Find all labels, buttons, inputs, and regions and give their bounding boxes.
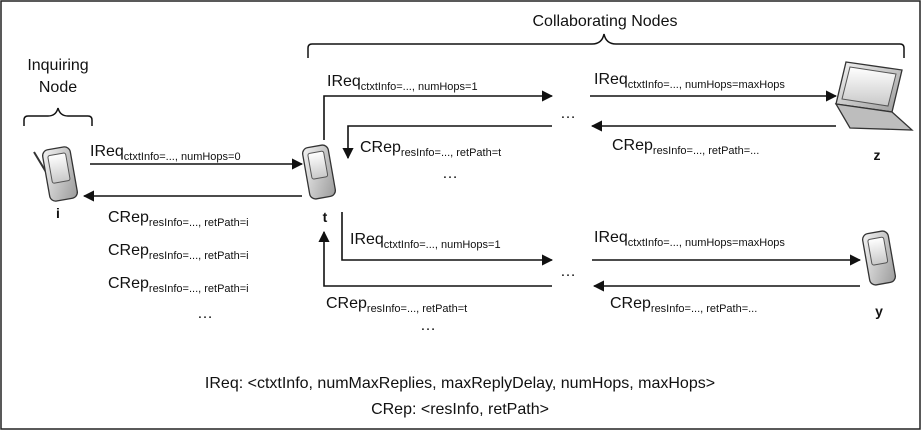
arrow-ireq-t-to-lower [341, 212, 554, 266]
label-crep-to-i-1: CRepresInfo=..., retPath=i [108, 209, 249, 229]
arrow-crep-upper-to-t [342, 125, 552, 160]
pda-device-icon-t [301, 144, 337, 200]
label-crep-upper-right: CRepresInfo=..., retPath=... [612, 137, 759, 157]
ellipsis-lower-middle: … [560, 263, 576, 280]
pda-device-icon-y [861, 230, 897, 286]
label-ireq-upper-right: IReqctxtInfo=..., numHops=maxHops [594, 71, 785, 91]
node-label-t: t [323, 209, 328, 225]
label-crep-to-i-2: CRepresInfo=..., retPath=i [108, 242, 249, 262]
label-crep-upper-left: CRepresInfo=..., retPath=t [360, 139, 501, 159]
legend-crep-definition: CRep: <resInfo, retPath> [371, 401, 549, 418]
pda-device-icon-i [33, 146, 79, 202]
arrow-ireq-t-to-upper [323, 90, 554, 140]
label-ireq-lower-left: IReqctxtInfo=..., numHops=1 [350, 231, 501, 251]
label-crep-lower-left: CRepresInfo=..., retPath=t [326, 295, 467, 315]
label-ireq-lower-right: IReqctxtInfo=..., numHops=maxHops [594, 229, 785, 249]
inquiring-node-title-line1: Inquiring [27, 57, 88, 74]
collaborating-nodes-title: Collaborating Nodes [533, 13, 678, 30]
collaborating-brace [307, 33, 905, 58]
inquiring-brace [23, 107, 93, 126]
ellipsis-upper-middle: … [560, 105, 576, 122]
label-crep-to-i-3: CRepresInfo=..., retPath=i [108, 275, 249, 295]
node-label-i: i [56, 205, 60, 221]
label-ireq-upper-left: IReqctxtInfo=..., numHops=1 [327, 73, 478, 93]
label-ireq-i-to-t: IReqctxtInfo=..., numHops=0 [90, 143, 241, 163]
node-label-y: y [875, 303, 883, 319]
node-label-z: z [874, 147, 881, 163]
ellipsis-lower-below: … [420, 317, 436, 334]
ellipsis-crep-to-i: … [197, 305, 213, 322]
laptop-icon-z [834, 61, 914, 131]
ellipsis-upper-below: … [442, 165, 458, 182]
inquiring-node-title-line2: Node [39, 79, 77, 96]
label-crep-lower-right: CRepresInfo=..., retPath=... [610, 295, 757, 315]
legend-ireq-definition: IReq: <ctxtInfo, numMaxReplies, maxReply… [205, 375, 715, 392]
arrow-crep-lower-to-t [318, 230, 552, 287]
